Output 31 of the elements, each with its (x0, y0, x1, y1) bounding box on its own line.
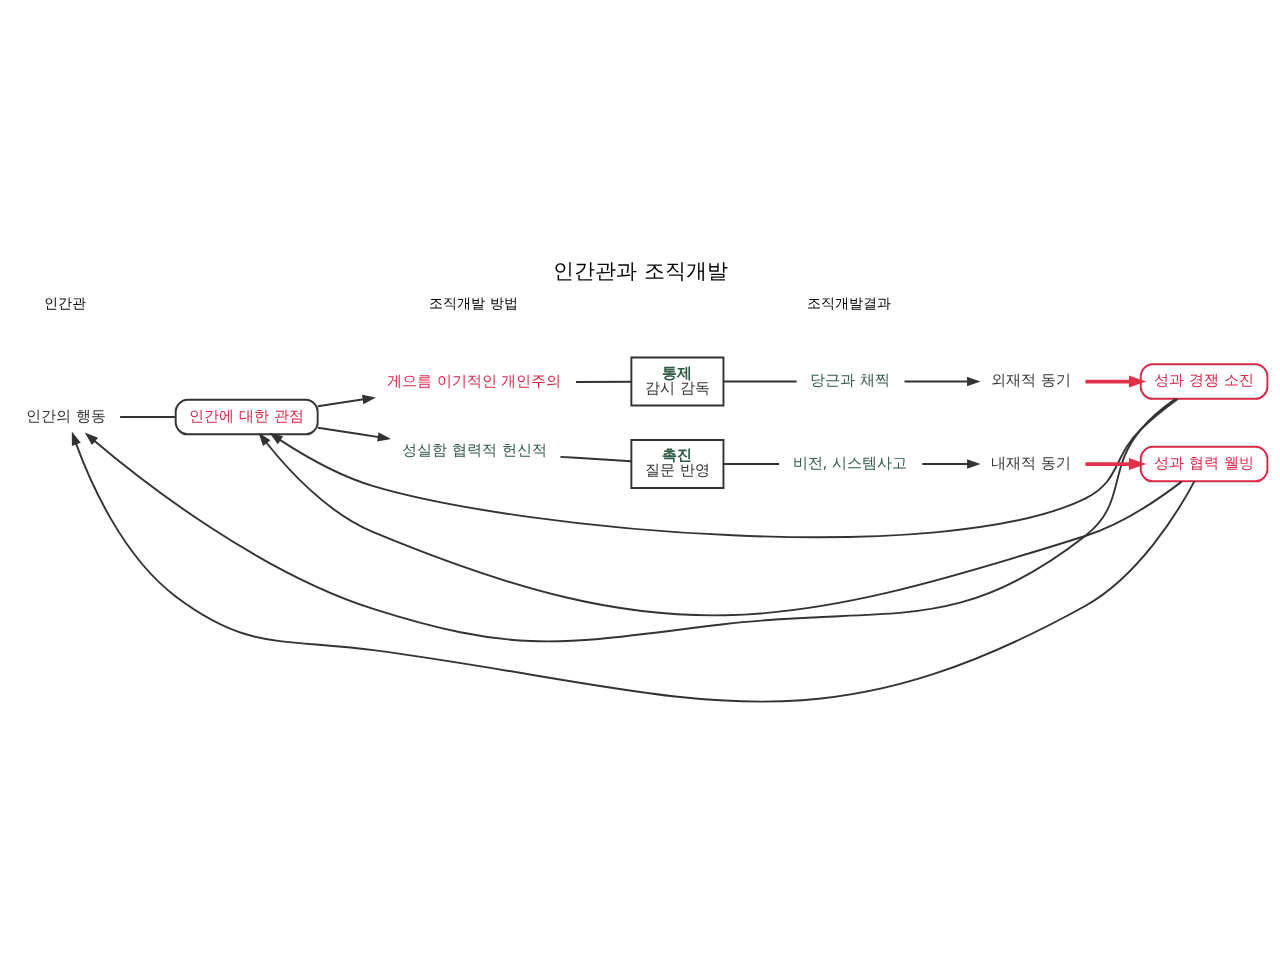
arrow (316, 426, 392, 442)
arrow (258, 432, 1183, 617)
node-text: 당근과 채찍 (810, 371, 891, 390)
label: 조직개발 방법 (428, 295, 518, 312)
node-box: 인간에 대한 관점 (174, 398, 319, 436)
arrow (71, 431, 1196, 703)
connector (559, 455, 633, 463)
node-box: 촉진 질문 반영 (630, 439, 725, 489)
node-box: 성과 경쟁 소진 (1139, 363, 1269, 400)
arrow (903, 376, 981, 387)
node-text: 비전, 시스템사고 (792, 453, 908, 472)
node-box: 성과 협력 웰빙 (1139, 445, 1269, 483)
connector (722, 463, 781, 465)
arrow (1085, 375, 1147, 388)
node-text: 인간의 행동 (26, 406, 106, 425)
label: 조직개발결과 (806, 295, 891, 312)
node-text: 내재적 동기 (991, 453, 1071, 472)
arrow (1085, 458, 1147, 471)
connector (722, 380, 798, 383)
label: 인간관 (44, 295, 87, 312)
node-box: 통제 감시 감독 (630, 356, 725, 407)
diagram-title: 인간관과 조직개발 (553, 257, 728, 283)
connector (575, 380, 633, 383)
node-text: 성실함 협력적 헌신적 (402, 441, 547, 460)
arrow (921, 459, 981, 469)
arrow (269, 398, 1179, 539)
arrow (84, 397, 1177, 643)
node-text: 외재적 동기 (991, 371, 1071, 390)
arrow (316, 394, 376, 408)
connector (119, 416, 177, 418)
node-text: 게으름 이기적인 개인주의 (386, 372, 562, 391)
